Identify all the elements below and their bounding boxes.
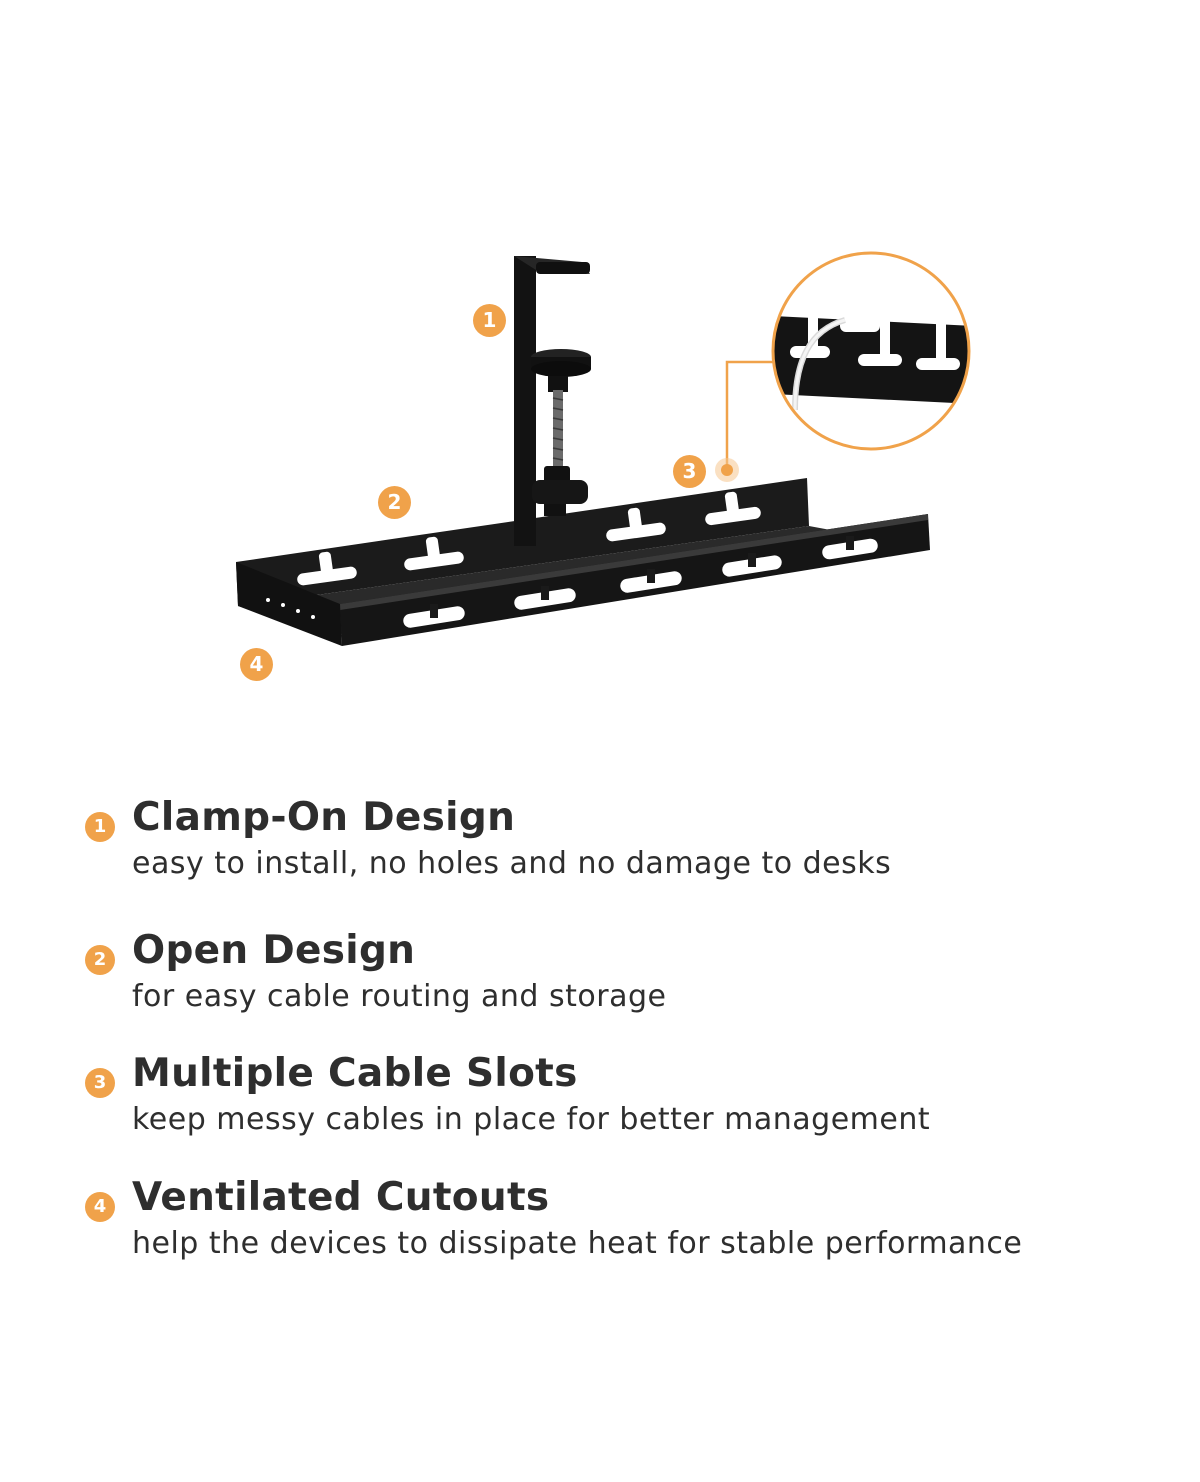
feature-title: Ventilated Cutouts — [132, 1175, 550, 1220]
feature-number-badge: 2 — [85, 945, 115, 975]
desk-clamp — [514, 256, 591, 546]
product-illustration — [236, 251, 971, 646]
marker-4: 4 — [240, 648, 273, 681]
feature-title: Clamp-On Design — [132, 795, 516, 840]
feature-title: Multiple Cable Slots — [132, 1051, 578, 1096]
marker-3: 3 — [673, 455, 706, 488]
feature-description: keep messy cables in place for better ma… — [132, 1102, 931, 1137]
feature-description: help the devices to dissipate heat for s… — [132, 1226, 1023, 1261]
feature-description: for easy cable routing and storage — [132, 979, 667, 1014]
feature-number-badge: 3 — [85, 1068, 115, 1098]
marker-1: 1 — [473, 304, 506, 337]
zoom-detail-circle — [771, 251, 971, 451]
feature-title: Open Design — [132, 928, 416, 973]
tray-front-wall — [340, 514, 930, 646]
feature-description: easy to install, no holes and no damage … — [132, 846, 892, 881]
tray-end-flange — [236, 562, 342, 646]
marker-2: 2 — [378, 486, 411, 519]
feature-number-badge: 4 — [85, 1192, 115, 1222]
zoom-callout-line — [715, 360, 778, 482]
feature-number-badge: 1 — [85, 812, 115, 842]
